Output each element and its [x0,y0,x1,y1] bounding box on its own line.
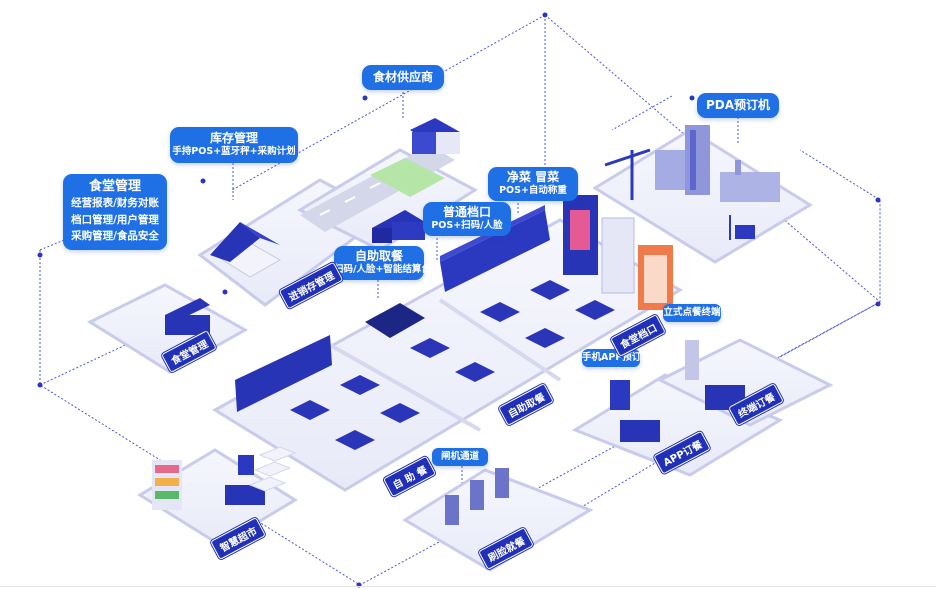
callout-clean-veg: 净菜 冒菜 POS+自动称重 [488,167,578,201]
connector-dot [200,178,206,184]
callout-gate: 闸机通道 [432,448,488,466]
callout-title: 普通档口 [442,205,491,219]
connector-line [611,95,673,131]
callout-supplier: 食材供应商 [362,65,444,90]
vending-machine-icon [563,195,673,310]
supermarket-shelf-icon [152,455,265,510]
table-icon [340,375,380,395]
connector-dot [875,197,881,203]
table-icon [380,403,420,423]
callout-title: 立式点餐终端 [663,307,721,318]
table-icon [290,400,330,420]
callout-standing-terminal: 立式点餐终端 [663,304,721,322]
forklift-icon [729,215,755,240]
callout-mobile-app: 手机APP预订 [582,349,642,367]
callout-line: 档口管理/用户管理 [71,213,159,226]
callout-regular-stall: 普通档口 POS+扫码/人脸 [423,202,511,236]
supplier-factory-platform [592,128,813,264]
turnstile-icon [445,468,509,525]
grass-patch [370,158,445,197]
connector-dot [37,382,43,388]
callout-title: PDA预订机 [705,98,771,112]
connector-dot [875,301,881,307]
callout-title: 库存管理 [209,131,258,145]
table-icon [455,362,495,382]
callout-subtitle: POS+自动称重 [499,185,567,196]
connector-dots [37,12,881,588]
connector-dot [689,95,695,101]
steps [248,446,297,492]
callout-title: 闸机通道 [440,451,479,462]
warehouse-icon [210,222,282,278]
table-icon [530,280,570,300]
connector-dot [37,252,43,258]
callout-canteen-mgmt: 食堂管理 经营报表/财务对账 档口管理/用户管理 采购管理/食品安全 [63,174,167,251]
table-icon [480,302,520,322]
connector-dot [222,289,228,295]
kiosk-icon [685,340,699,380]
platform-dividers [329,298,562,432]
kiosk-icon [610,380,630,410]
callout-title: 自助取餐 [354,249,403,263]
table-icon [410,338,450,358]
connector-dot [542,12,548,18]
truck-icon [372,210,425,243]
callout-inventory: 库存管理 手持POS+蓝牙秤+采购计划 [170,127,298,163]
callout-self-pickup: 自助取餐 扫码/人脸+智能结算台 [334,246,431,280]
connector-line [559,459,661,521]
factory-icon [655,125,780,202]
connector-line [39,309,201,386]
table-icon [525,328,565,348]
supplier-building-icon [410,118,460,154]
callout-title: 食堂管理 [88,179,141,194]
callout-subtitle: 手持POS+蓝牙秤+采购计划 [172,146,296,157]
table-icon [335,430,375,450]
callout-line: 经营报表/财务对账 [71,197,159,210]
callout-line: 采购管理/食品安全 [71,229,159,242]
connector-dot [362,95,368,101]
bottom-divider [0,586,936,587]
callout-title: 手机APP预订 [582,352,642,363]
crane-icon [604,148,651,200]
office-desks [165,298,745,442]
callout-subtitle: POS+扫码/人脸 [431,220,503,231]
table-icon [575,300,615,320]
callout-pda: PDA预订机 [697,93,779,118]
callout-subtitle: 扫码/人脸+智能结算台 [334,264,431,275]
road-markings [319,182,381,216]
dining-tables [290,280,615,450]
callout-title: 食材供应商 [372,70,433,84]
kiosk-icon [238,455,254,475]
callout-title: 净菜 冒菜 [506,170,560,184]
